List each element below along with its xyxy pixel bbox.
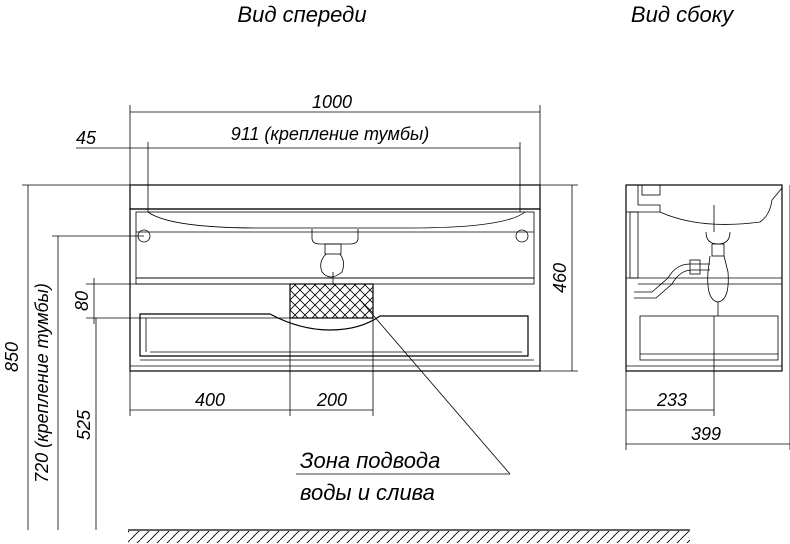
side-basin [637, 185, 783, 225]
callout-line-1: Зона подвода [300, 448, 440, 473]
dim-200: 200 [316, 390, 347, 410]
basin-top [129, 184, 541, 210]
upper-niche [135, 211, 535, 279]
dim-399: 399 [691, 424, 721, 444]
siphon-top [311, 229, 359, 245]
floor-hatch [128, 531, 690, 543]
dim-80: 80 [72, 291, 92, 311]
side-dimensions: 233 399 [625, 185, 790, 450]
side-view [625, 184, 783, 372]
mount-hole-right [515, 229, 529, 243]
dim-720: 720 (крепление тумбы) [32, 283, 52, 483]
side-siphon-top [705, 231, 731, 245]
dim-45: 45 [76, 128, 97, 148]
front-view-title: Вид спереди [237, 2, 366, 27]
cabinet-body [129, 208, 541, 372]
side-drawer [639, 315, 779, 361]
basin-bowl [147, 211, 526, 229]
side-siphon-bottle [707, 255, 729, 303]
siphon-bottle [320, 253, 344, 278]
drawer [139, 313, 529, 357]
side-view-title: Вид сбоку [631, 2, 735, 27]
dim-460: 460 [550, 263, 570, 293]
front-view [129, 184, 541, 372]
utility-zone [289, 283, 374, 319]
dim-400: 400 [195, 390, 225, 410]
dim-850: 850 [2, 342, 22, 372]
callout-line-2: воды и слива [300, 480, 435, 505]
dim-911: 911 (крепление тумбы) [231, 124, 430, 144]
dim-525: 525 [74, 409, 94, 440]
front-dimensions: 1000 911 (крепление тумбы) 45 460 850 72… [2, 92, 578, 530]
dim-233: 233 [656, 390, 687, 410]
floor [128, 529, 690, 543]
callout: Зона подвода воды и слива [296, 299, 511, 505]
shelf [135, 277, 535, 285]
dim-1000: 1000 [312, 92, 352, 112]
